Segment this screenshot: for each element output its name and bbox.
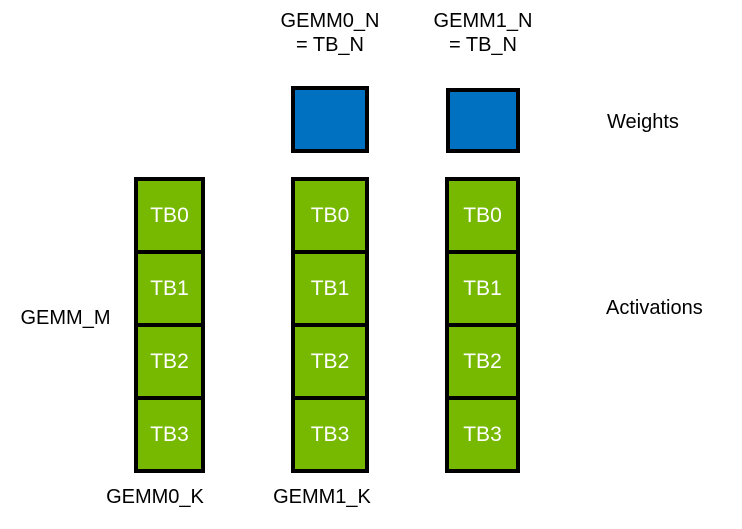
gemm1-n-label: GEMM1_N = TB_N (403, 9, 563, 57)
weights-label: Weights (607, 111, 679, 133)
activations-label: Activations (606, 297, 703, 319)
gemm1-k-label: GEMM1_K (273, 486, 371, 508)
weights-block-gemm0 (291, 86, 369, 153)
activations-column-0: TB0 TB1 TB2 TB3 (134, 177, 205, 473)
gemm1-n-line2: = TB_N (449, 34, 517, 56)
tb3-cell: TB3 (445, 396, 520, 473)
tb1-cell: TB1 (134, 250, 205, 327)
gemm0-n-line1: GEMM0_N (280, 10, 380, 32)
tb1-cell: TB1 (291, 250, 369, 327)
gemm0-n-line2: = TB_N (296, 34, 364, 56)
tb1-cell: TB1 (445, 250, 520, 327)
weights-block-gemm1 (446, 88, 520, 153)
tb3-cell: TB3 (134, 396, 205, 473)
gemm1-n-line1: GEMM1_N (433, 10, 533, 32)
gemm0-n-label: GEMM0_N = TB_N (250, 9, 410, 57)
tb0-cell: TB0 (134, 177, 205, 254)
tb2-cell: TB2 (291, 323, 369, 400)
tb0-cell: TB0 (291, 177, 369, 254)
tb0-cell: TB0 (445, 177, 520, 254)
tb2-cell: TB2 (445, 323, 520, 400)
gemm0-k-label: GEMM0_K (106, 486, 204, 508)
tb3-cell: TB3 (291, 396, 369, 473)
activations-column-2: TB0 TB1 TB2 TB3 (445, 177, 520, 473)
tb2-cell: TB2 (134, 323, 205, 400)
activations-column-1: TB0 TB1 TB2 TB3 (291, 177, 369, 473)
gemm-m-label: GEMM_M (20, 307, 111, 329)
